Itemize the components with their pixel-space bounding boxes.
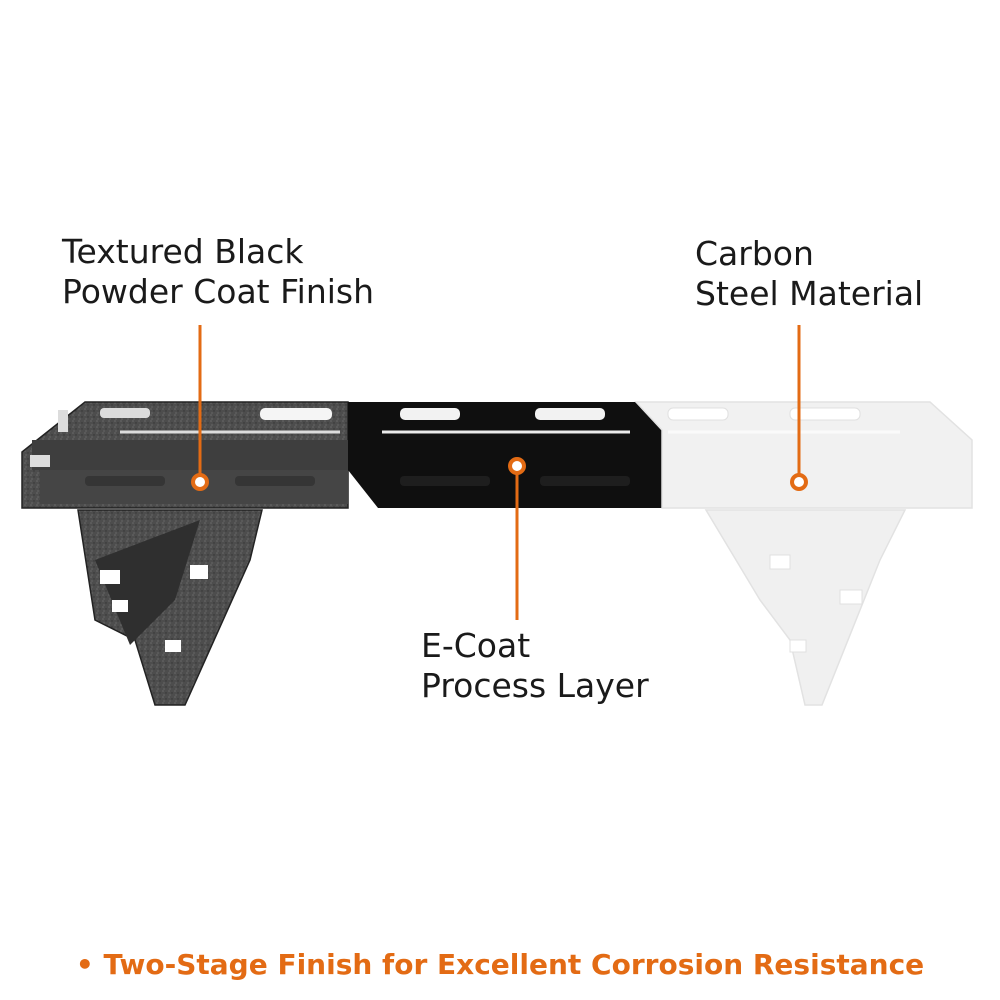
carbon-steel-label-line1: Carbon	[695, 234, 814, 273]
carbon-steel-section	[634, 401, 973, 706]
carbon-steel-label: Carbon Steel Material	[695, 234, 923, 314]
e-coat-section	[348, 402, 662, 508]
carbon-steel-label-line2: Steel Material	[695, 274, 924, 313]
callout-steel	[790, 325, 808, 491]
tagline: • Two-Stage Finish for Excellent Corrosi…	[75, 948, 925, 981]
e-coat-label-line1: E-Coat	[421, 626, 531, 665]
callout-powder	[191, 325, 209, 491]
e-coat-label-line2: Process Layer	[421, 666, 649, 705]
callout-ecoat	[508, 457, 526, 620]
powder-coat-label-line1: Textured Black	[62, 232, 304, 271]
e-coat-label: E-Coat Process Layer	[421, 626, 649, 706]
powder-coat-section	[21, 401, 349, 706]
powder-coat-label-line2: Powder Coat Finish	[62, 272, 375, 311]
powder-coat-label: Textured Black Powder Coat Finish	[62, 232, 374, 312]
